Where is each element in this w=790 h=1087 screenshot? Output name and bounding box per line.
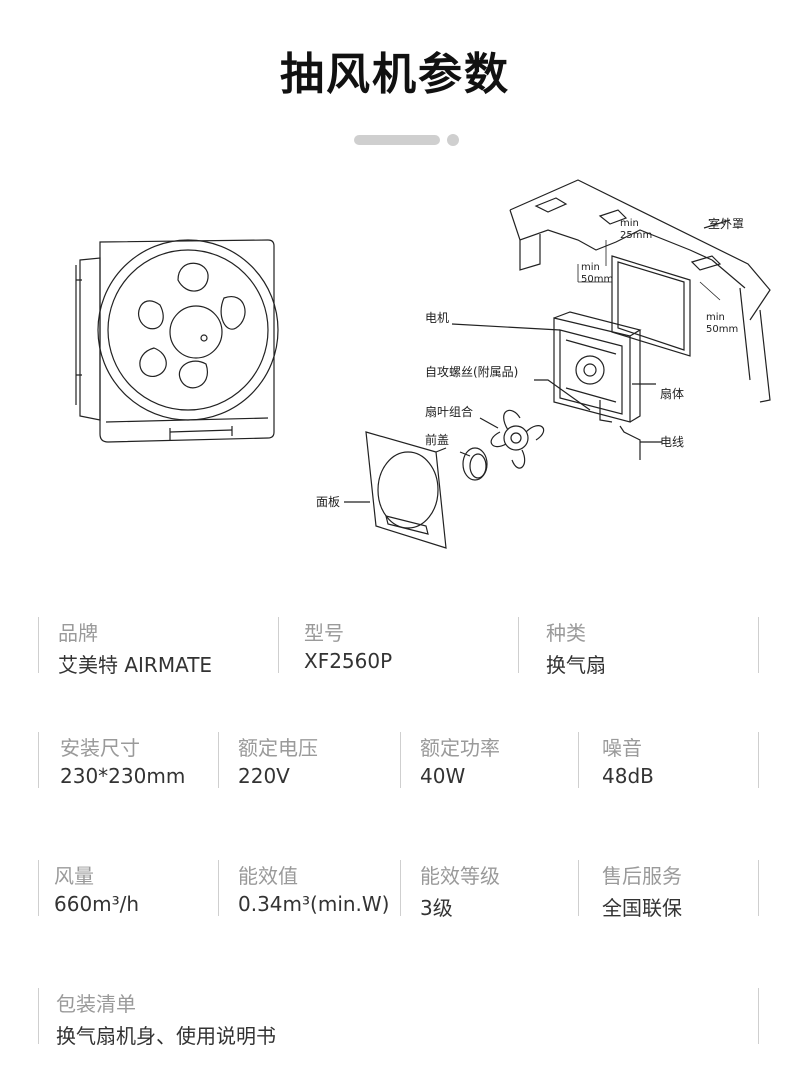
divider <box>278 617 279 673</box>
divider-end <box>758 988 759 1044</box>
spec-value: 230*230mm <box>60 764 186 788</box>
divider-end <box>758 860 759 916</box>
deco-bar <box>354 135 440 145</box>
dim-3-min: min <box>706 312 725 323</box>
divider <box>400 732 401 788</box>
label-screw: 自攻螺丝(附属品) <box>425 365 518 379</box>
spec-value: 换气扇 <box>546 653 606 677</box>
label-outdoor-hood: 室外罩 <box>708 216 744 231</box>
spec-label: 能效值 <box>238 864 298 888</box>
dim-1-value: 25mm <box>620 230 652 241</box>
spec-value: 3级 <box>420 896 453 920</box>
spec-label: 额定功率 <box>420 736 500 760</box>
spec-value: XF2560P <box>304 649 393 673</box>
spec-value: 660m³/h <box>54 892 140 916</box>
spec-value: 40W <box>420 764 466 788</box>
fan-front-view <box>75 239 279 443</box>
dim-1-min: min <box>620 218 639 229</box>
divider <box>38 732 39 788</box>
spec-label: 品牌 <box>58 621 98 645</box>
spec-label: 噪音 <box>602 736 642 760</box>
divider <box>38 860 39 916</box>
label-body: 扇体 <box>660 386 684 401</box>
divider <box>218 860 219 916</box>
deco-dot <box>447 134 459 146</box>
page-title: 抽风机参数 <box>280 49 510 100</box>
dim-3-value: 50mm <box>706 324 738 335</box>
spec-label: 售后服务 <box>602 864 682 888</box>
spec-value: 48dB <box>602 764 654 788</box>
label-front-cover: 前盖 <box>425 432 449 447</box>
spec-label: 额定电压 <box>238 736 318 760</box>
spec-value: 艾美特 AIRMATE <box>58 653 213 677</box>
label-blade: 扇叶组合 <box>425 404 473 419</box>
spec-label: 种类 <box>546 621 586 645</box>
label-motor: 电机 <box>425 311 449 325</box>
divider <box>38 617 39 673</box>
divider <box>518 617 519 673</box>
label-panel: 面板 <box>316 495 340 509</box>
label-wire: 电线 <box>660 435 684 449</box>
spec-label: 能效等级 <box>420 864 500 888</box>
divider <box>38 988 39 1044</box>
spec-label: 安装尺寸 <box>60 736 140 760</box>
divider <box>578 732 579 788</box>
divider-end <box>758 617 759 673</box>
divider <box>578 860 579 916</box>
spec-label: 型号 <box>304 621 344 645</box>
divider-end <box>758 732 759 788</box>
diagram-svg: 电机 自攻螺丝(附属品) 扇叶组合 前盖 面板 扇体 电线 室外罩 min 25… <box>75 179 771 549</box>
spec-value: 220V <box>238 764 290 788</box>
spec-value: 0.34m³(min.W) <box>238 892 390 916</box>
product-diagram: 电机 自攻螺丝(附属品) 扇叶组合 前盖 面板 扇体 电线 室外罩 min 25… <box>0 170 790 570</box>
exploded-view <box>344 179 771 549</box>
divider <box>218 732 219 788</box>
dim-2-min: min <box>581 262 600 273</box>
spec-value: 换气扇机身、使用说明书 <box>56 1024 276 1048</box>
spec-value: 全国联保 <box>602 896 682 920</box>
dim-2-value: 50mm <box>581 274 613 285</box>
spec-label: 包装清单 <box>56 992 136 1016</box>
spec-label: 风量 <box>54 864 94 888</box>
divider <box>400 860 401 916</box>
